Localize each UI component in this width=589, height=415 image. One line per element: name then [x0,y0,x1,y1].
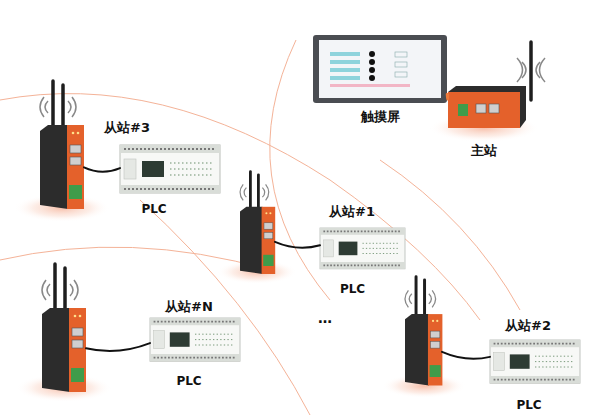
plc-device [150,318,240,361]
main-station-node: 主站 [448,88,520,128]
screen-bar [330,52,360,56]
device-cable [442,352,490,359]
station-label: 主站 [471,144,497,157]
screen-display [319,40,441,98]
router-device [42,264,86,392]
device-label: PLC [176,375,201,387]
device-cable [86,343,150,351]
slave-station-node: 从站#3 [40,125,84,209]
device-label: PLC [340,283,365,295]
screen-bar [330,60,360,64]
ethernet-port [476,104,486,113]
slave-station-node: 从站#2 [405,314,442,386]
router-body [448,86,526,128]
plc-node: PLC [490,340,580,383]
cable-line [442,352,490,359]
screen-field [395,62,407,67]
plc-node: PLC [150,318,240,361]
slave-station-node: 从站#1 [240,207,275,274]
plc-node: PLC [120,145,220,193]
plc-device [320,228,405,269]
screen-indicator [369,67,375,73]
cable-line [84,167,120,171]
plc-node: PLC [320,228,405,269]
device-cable [84,167,120,171]
slave-station-node: 从站#N [42,308,86,392]
plc-device [120,145,220,193]
ethernet-port [489,104,499,113]
main-router-device [448,42,545,128]
cable-line [275,242,320,248]
signal-waves [536,58,545,82]
signal-waves [517,58,526,82]
device-label: PLC [141,203,166,215]
touchscreen-node: 触摸屏 [313,35,447,103]
screen-bar [330,76,360,80]
plc-device [490,340,580,383]
device-label: PLC [516,399,541,411]
station-label: 从站#N [165,300,213,313]
screen-frame [313,35,447,103]
cable-line [86,343,150,351]
router-device [40,81,84,209]
screen-bar [330,68,360,72]
screen-field [395,72,407,77]
cable-line [447,94,448,99]
terminal-block [458,104,468,116]
screen-indicator [369,59,375,65]
router-device [240,172,275,274]
antenna [529,42,533,100]
station-label: 从站#2 [505,319,551,332]
station-label: 触摸屏 [361,110,400,123]
touchscreen-device [313,35,447,103]
ellipsis-label: … [318,310,332,326]
station-label: 从站#1 [329,205,375,218]
range-arc [140,200,310,415]
router-device [405,277,442,386]
screen-bar [330,84,410,87]
station-label: 从站#3 [104,121,150,134]
router-panel [448,92,520,128]
device-cable [275,242,320,248]
screen-indicator [369,75,375,81]
screen-field [395,52,407,57]
ethernet-cable [447,94,448,99]
screen-indicator [369,51,375,57]
